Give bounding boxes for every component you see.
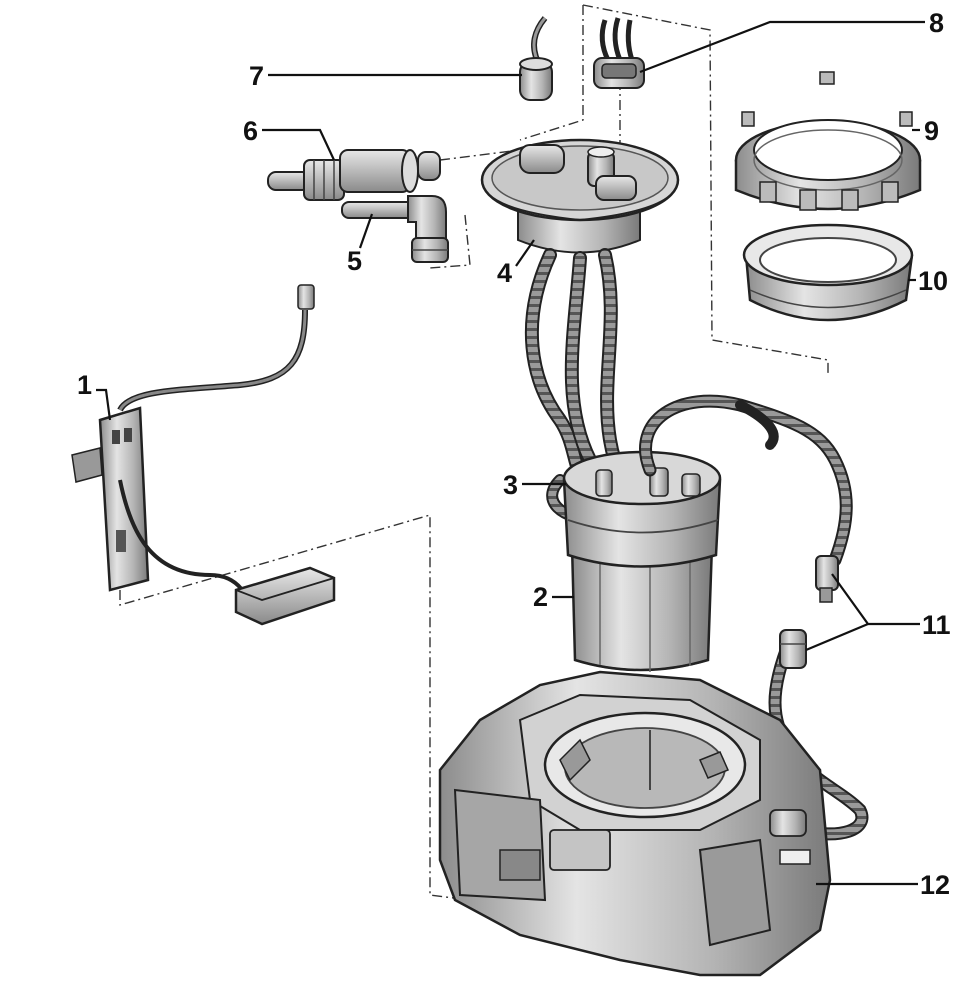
callout-12: 12	[920, 870, 950, 900]
part-7-connector	[519, 16, 553, 101]
part-4-flange	[480, 138, 680, 254]
leader-lines	[96, 20, 925, 886]
part-9-locking-ring	[734, 71, 922, 211]
callout-10: 10	[918, 266, 948, 296]
callout-8: 8	[929, 8, 944, 38]
callout-6: 6	[243, 116, 258, 146]
part-11-quick-connectors	[779, 555, 839, 669]
part-6-fuel-fitting	[267, 149, 441, 201]
callout-11: 11	[922, 610, 951, 640]
part-1-fuel-level-sender	[71, 284, 336, 626]
callout-4: 4	[497, 258, 512, 288]
callout-7: 7	[249, 61, 264, 91]
callout-3: 3	[503, 470, 518, 500]
callout-2: 2	[533, 582, 548, 612]
callout-labels: 1 2 3 4 5 6 7 8 9 10 11 12	[77, 8, 951, 900]
callout-1: 1	[77, 370, 92, 400]
assembly-guide-lines	[119, 4, 829, 901]
part-5-elbow-fitting	[341, 195, 449, 263]
part-2-fuel-pump-housing	[570, 543, 714, 672]
callout-5: 5	[347, 246, 362, 276]
part-12-fuel-reservoir	[438, 670, 832, 977]
callout-9: 9	[924, 116, 939, 146]
part-10-seal-ring	[742, 223, 914, 322]
part-8-electrical-connector	[593, 17, 645, 89]
part-3-pump-top-cap	[562, 450, 722, 568]
